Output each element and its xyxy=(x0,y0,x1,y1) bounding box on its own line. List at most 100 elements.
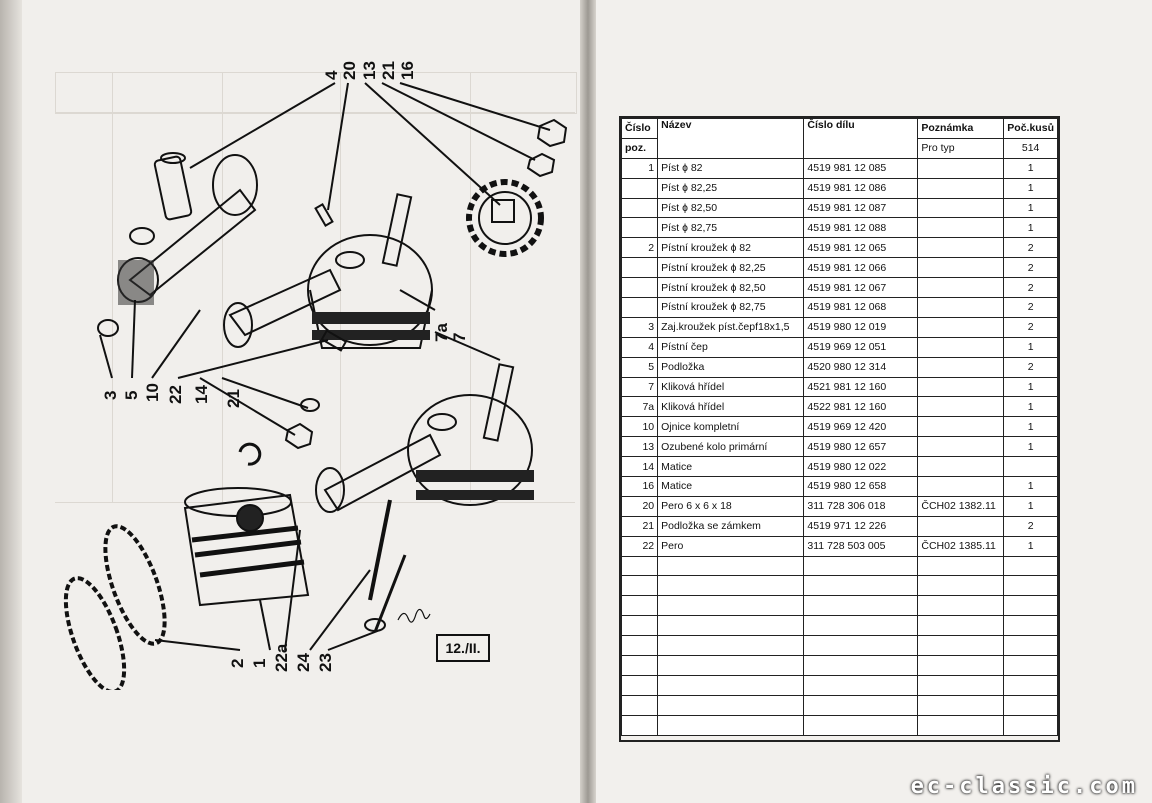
row-pos: 20 xyxy=(620,495,659,517)
figure-label: 12./II. xyxy=(436,634,490,662)
callout-2: 2 xyxy=(228,658,247,668)
empty-cell xyxy=(803,615,919,637)
row-name: Pístní kroužek ɸ 82,50 xyxy=(657,277,805,299)
row-name: Píst ɸ 82,50 xyxy=(657,197,805,219)
header-note: Poznámka xyxy=(917,118,1005,139)
row-qty: 1 xyxy=(1003,436,1058,458)
row-number: 4519 980 12 658 xyxy=(803,476,919,497)
row-note xyxy=(917,217,1005,239)
row-qty: 1 xyxy=(1003,177,1058,199)
row-name: Píst ɸ 82,75 xyxy=(657,217,805,239)
row-number: 4519 981 12 065 xyxy=(803,237,919,259)
row-pos: 7a xyxy=(620,396,659,418)
row-pos xyxy=(620,297,659,318)
page-edge-shadow xyxy=(0,0,22,803)
header-name: Název xyxy=(657,118,805,159)
table-row-empty xyxy=(620,615,1058,637)
row-number: 311 728 306 018 xyxy=(803,495,919,517)
empty-cell xyxy=(803,635,919,657)
empty-cell xyxy=(917,655,1005,676)
empty-cell xyxy=(1003,615,1058,637)
empty-cell xyxy=(657,555,805,577)
callout-7: 7 xyxy=(450,332,469,342)
row-qty: 1 xyxy=(1003,495,1058,517)
piston-pin xyxy=(153,152,193,221)
empty-cell xyxy=(657,615,805,637)
row-qty: 2 xyxy=(1003,297,1058,318)
row-qty: 2 xyxy=(1003,277,1058,299)
row-pos: 21 xyxy=(620,515,659,537)
row-name: Pístní kroužek ɸ 82,75 xyxy=(657,297,805,318)
table-row-empty xyxy=(620,635,1058,657)
row-name: Matice xyxy=(657,456,805,478)
book-spine xyxy=(580,0,596,803)
row-number: 4519 969 12 420 xyxy=(803,416,919,438)
row-note xyxy=(917,197,1005,219)
empty-cell xyxy=(657,674,805,696)
table-row-empty xyxy=(620,694,1058,716)
ghost-table-header xyxy=(55,72,577,114)
table-row-empty xyxy=(620,714,1058,736)
row-note xyxy=(917,376,1005,398)
row-pos: 14 xyxy=(620,456,659,478)
callout-20: 20 xyxy=(340,61,359,80)
empty-cell xyxy=(657,694,805,716)
row-qty: 2 xyxy=(1003,356,1058,378)
callout-21-top: 21 xyxy=(379,61,398,80)
row-note xyxy=(917,515,1005,537)
row-number: 4519 981 12 087 xyxy=(803,197,919,219)
row-qty: 1 xyxy=(1003,416,1058,438)
row-qty: 2 xyxy=(1003,515,1058,537)
row-qty: 2 xyxy=(1003,237,1058,259)
ghost-col xyxy=(112,72,113,502)
crankshaft-upper xyxy=(223,193,433,349)
row-name: Píst ɸ 82,25 xyxy=(657,177,805,199)
empty-cell xyxy=(917,595,1005,617)
empty-cell xyxy=(657,714,805,736)
row-note xyxy=(917,456,1005,478)
row-qty: 1 xyxy=(1003,336,1058,358)
empty-cell xyxy=(917,694,1005,716)
empty-cell xyxy=(803,694,919,716)
row-name: Zaj.kroužek píst.čepf18x1,5 xyxy=(657,316,805,338)
row-pos xyxy=(620,177,659,199)
empty-cell xyxy=(620,694,659,716)
empty-cell xyxy=(657,655,805,676)
empty-cell xyxy=(803,655,919,676)
row-pos xyxy=(620,257,659,279)
ghost-col xyxy=(222,72,223,502)
empty-cell xyxy=(1003,555,1058,577)
row-pos: 7 xyxy=(620,376,659,398)
table-row-empty xyxy=(620,674,1058,696)
row-name: Pístní kroužek ɸ 82,25 xyxy=(657,257,805,279)
empty-cell xyxy=(917,674,1005,696)
callout-14: 14 xyxy=(192,385,211,404)
piston xyxy=(183,487,310,607)
row-note xyxy=(917,436,1005,458)
row-note xyxy=(917,257,1005,279)
row-pos: 5 xyxy=(620,356,659,378)
row-pos xyxy=(620,197,659,219)
table-row-empty xyxy=(620,555,1058,577)
row-number: 4519 980 12 019 xyxy=(803,316,919,338)
crankshaft-lower xyxy=(315,363,534,513)
row-qty: 1 xyxy=(1003,535,1058,557)
row-name: Pístní kroužek ɸ 82 xyxy=(657,237,805,259)
row-name: Matice xyxy=(657,476,805,497)
row-note xyxy=(917,237,1005,259)
row-note xyxy=(917,177,1005,199)
empty-cell xyxy=(620,595,659,617)
callout-22a: 22a xyxy=(272,643,291,672)
row-pos: 10 xyxy=(620,416,659,438)
table-row-empty xyxy=(620,575,1058,597)
table-row-empty xyxy=(620,595,1058,617)
empty-cell xyxy=(917,635,1005,657)
